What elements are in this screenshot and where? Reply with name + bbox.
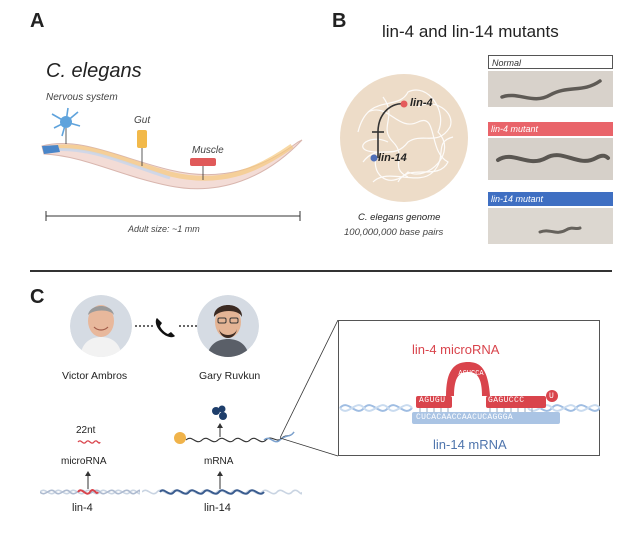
- duplex-diagram: [339, 362, 600, 424]
- mrna-sequence: CUCACAACCAACUCAGGGA: [416, 413, 513, 422]
- inset-box: [338, 320, 600, 456]
- lin4-dna: [40, 489, 140, 495]
- zoom-lines: [280, 320, 339, 457]
- mrna-label: mRNA: [204, 456, 234, 467]
- gene-lin4-label: lin-4: [410, 97, 433, 109]
- microrna-label: microRNA: [61, 456, 107, 467]
- panel-a-title: C. elegans: [46, 60, 142, 82]
- mrna-strand: [174, 431, 295, 444]
- protein-arrow: [217, 423, 223, 437]
- phone-icon: [135, 318, 197, 338]
- microrna-right-seq: GAGUCCC: [488, 396, 525, 405]
- microrna-length: 22nt: [76, 425, 96, 436]
- gary-ruvkun-portrait: [197, 295, 259, 357]
- person-1-name: Victor Ambros: [62, 370, 128, 382]
- microrna-squiggle: [77, 440, 101, 444]
- genome-circle: [340, 74, 468, 202]
- inset-microrna-label: lin-4 microRNA: [412, 342, 500, 357]
- section-divider: [30, 270, 612, 272]
- muscle-label: Muscle: [192, 145, 224, 156]
- victor-ambros-portrait: [70, 295, 132, 357]
- microrna-tail: U: [549, 392, 554, 401]
- panel-c-letter: C: [30, 286, 45, 308]
- microrna-left-seq: AGUGU: [419, 396, 446, 405]
- person-2-name: Gary Ruvkun: [199, 370, 261, 382]
- scale-bar: [45, 211, 301, 221]
- lin4-gene-label: lin-4: [72, 502, 93, 514]
- muscle-icon: [190, 158, 216, 166]
- panel-b-letter: B: [332, 10, 347, 32]
- nervous-system-label: Nervous system: [46, 92, 118, 103]
- gene-lin14-label: lin-14: [378, 152, 407, 164]
- scale-label: Adult size: ~1 mm: [128, 224, 200, 234]
- lin14-gene-label: lin-14: [204, 502, 231, 514]
- inset-mrna-label: lin-14 mRNA: [433, 437, 507, 452]
- panel-a-letter: A: [30, 10, 45, 32]
- gut-label: Gut: [134, 115, 151, 126]
- microrna-arrow: [85, 471, 91, 489]
- genome-size: 100,000,000 base pairs: [344, 227, 444, 238]
- gut-icon: [137, 130, 147, 148]
- photo-normal: Normal: [488, 55, 613, 107]
- photo-lin14-mutant: lin-14 mutant: [488, 192, 613, 244]
- photo-lin4-label: lin-4 mutant: [488, 122, 613, 136]
- worm-illustration: [41, 107, 303, 190]
- neuron-icon: [51, 107, 81, 144]
- photo-lin14-label: lin-14 mutant: [488, 192, 613, 206]
- mrna-arrow: [217, 471, 223, 489]
- protein-icon: [212, 405, 227, 420]
- lin14-dna: [142, 489, 302, 495]
- photo-lin4-mutant: lin-4 mutant: [488, 122, 613, 180]
- microrna-loop-seq: ACUCCA: [458, 370, 484, 378]
- genome-title: C. elegans genome: [358, 212, 441, 223]
- photo-normal-label: Normal: [488, 55, 613, 69]
- panel-b-title: lin-4 and lin-14 mutants: [382, 22, 559, 41]
